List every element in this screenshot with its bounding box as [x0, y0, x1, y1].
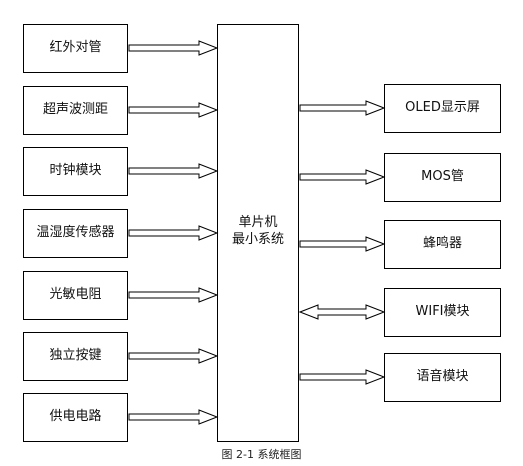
input-label: 光敏电阻 [49, 287, 102, 303]
input-label: 供电电路 [49, 409, 102, 425]
arrow-ultrasonic-to-mcu [128, 102, 219, 118]
arrow-mcu-to-mos [299, 169, 386, 185]
output-box-voice: 语音模块 [384, 353, 501, 402]
figure-caption: 图 2-1 系统框图 [221, 448, 302, 461]
arrow-temp-to-mcu [128, 225, 219, 241]
output-label: OLED显示屏 [405, 100, 480, 116]
input-box-infrared-tube: 红外对管 [23, 24, 128, 73]
output-box-oled: OLED显示屏 [384, 84, 501, 133]
input-label: 温湿度传感器 [36, 225, 115, 241]
input-label: 超声波测距 [42, 102, 108, 118]
output-box-mos: MOS管 [384, 153, 501, 202]
mcu-label-line1: 单片机 [238, 215, 278, 230]
arrow-power-to-mcu [128, 409, 219, 425]
input-box-ultrasonic: 超声波测距 [23, 86, 128, 135]
output-box-buzzer: 蜂鸣器 [384, 220, 501, 269]
mcu-label-line2: 最小系统 [231, 231, 284, 247]
arrow-mcu-to-buzzer [299, 236, 386, 252]
input-box-keys: 独立按键 [23, 332, 128, 381]
arrow-clock-to-mcu [128, 163, 219, 179]
input-box-temp-humidity: 温湿度传感器 [23, 209, 128, 258]
input-label: 红外对管 [49, 40, 102, 56]
output-label: WIFI模块 [415, 304, 470, 320]
output-label: MOS管 [421, 169, 464, 185]
arrow-mcu-to-voice [299, 369, 386, 385]
arrow-keys-to-mcu [128, 348, 219, 364]
input-label: 独立按键 [49, 348, 102, 364]
input-label: 时钟模块 [49, 163, 102, 179]
arrow-infrared-to-mcu [128, 40, 219, 56]
output-label: 语音模块 [416, 369, 469, 385]
input-box-clock-module: 时钟模块 [23, 147, 128, 196]
output-box-wifi: WIFI模块 [384, 288, 501, 337]
input-box-photoresistor: 光敏电阻 [23, 271, 128, 320]
arrow-photo-to-mcu [128, 287, 219, 303]
output-label: 蜂鸣器 [422, 236, 462, 252]
input-box-power-supply: 供电电路 [23, 393, 128, 442]
arrow-mcu-wifi-bidirectional [298, 304, 386, 320]
mcu-box: 单片机 最小系统 [217, 24, 299, 442]
arrow-mcu-to-oled [299, 100, 386, 116]
